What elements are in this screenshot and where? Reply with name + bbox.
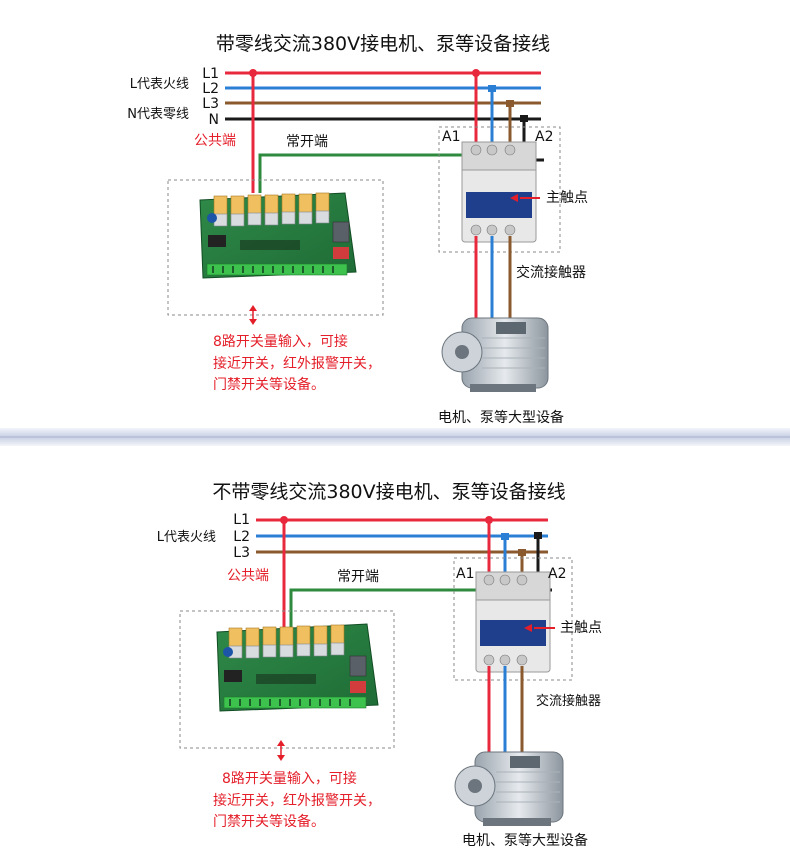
relay-board-frame [167,179,384,316]
contactor [461,141,537,243]
line-label-l1: L1 [202,66,219,82]
note-line-1: 8路开关量输入，可接 [213,333,348,350]
main-contact-label: 主触点 [546,190,588,206]
side-label-neutral: N代表零线 [127,107,189,122]
line-label-n: N [209,112,219,128]
note-line-3: 门禁开关等设备。 [213,376,325,393]
normally-open-label: 常开端 [286,134,328,150]
note-arrow [249,305,257,325]
coil-label-a1: A1 [442,129,460,145]
contactor-label: 交流接触器 [536,693,601,709]
note-arrow [277,740,285,761]
note-line-3: 门禁开关等设备。 [213,813,325,830]
line-label-l2: L2 [233,529,250,545]
side-label-live: L代表火线 [130,77,189,92]
relay-board-frame [179,610,395,749]
coil-label-a2: A2 [535,129,553,145]
diagram-title: 不带零线交流380V接电机、泵等设备接线 [212,481,565,503]
main-contact-label: 主触点 [560,620,602,636]
contactor-frame [438,126,561,253]
side-label-live: L代表火线 [157,530,216,545]
line-label-l3: L3 [202,96,219,112]
note-line-2: 接近开关，红外报警开关， [213,792,381,809]
line-label-l2: L2 [202,81,219,97]
line-label-l1: L1 [233,512,250,528]
coil-label-a2: A2 [548,566,566,582]
relay-board [199,192,357,279]
normally-open-wire [289,588,483,628]
coil-label-a1: A1 [456,566,474,582]
motor-label: 电机、泵等大型设备 [438,409,564,426]
note-line-1: 8路开关量输入，可接 [222,770,357,787]
motor [441,317,549,392]
contactor [475,571,551,673]
contactor-label: 交流接触器 [516,264,586,281]
junction-dot [249,69,257,77]
diagram-with-neutral: 带零线交流380V接电机、泵等设备接线 L1 L2 L3 N L代表火线 N代表… [127,33,588,426]
diagram-without-neutral: 不带零线交流380V接电机、泵等设备接线 L1 L2 L3 L代表火线 公共端 … [157,481,602,849]
note-line-2: 接近开关，红外报警开关， [213,355,381,372]
relay-board [216,623,379,712]
common-terminal-label: 公共端 [194,133,236,149]
motor [454,751,564,826]
common-terminal-label: 公共端 [227,568,269,584]
normally-open-label: 常开端 [337,569,379,585]
diagram-title: 带零线交流380V接电机、泵等设备接线 [216,33,550,55]
line-label-l3: L3 [233,545,250,561]
motor-label: 电机、泵等大型设备 [462,832,588,849]
